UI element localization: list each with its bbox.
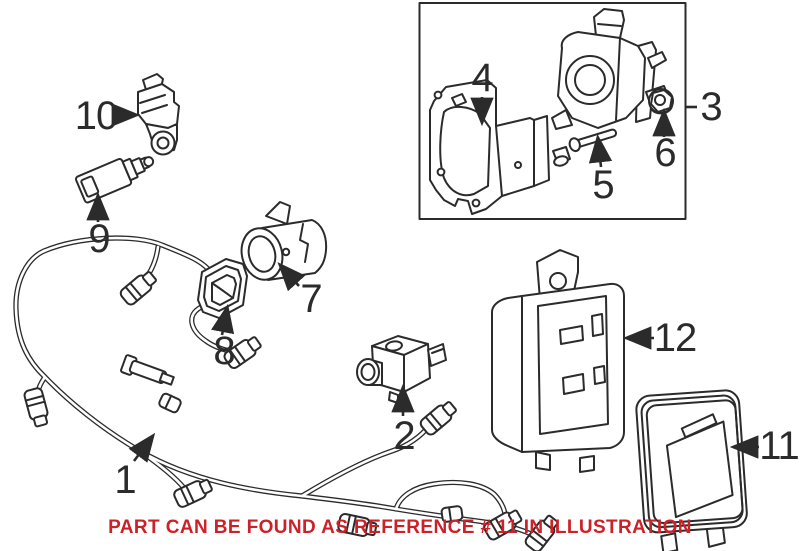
callout-4: 4: [471, 56, 493, 100]
callout-7: 7: [300, 277, 322, 321]
callout-1: 1: [114, 458, 136, 502]
harness-connectors: [22, 267, 562, 551]
ambient-sensor-drawing: [75, 156, 155, 204]
callout-arrows: [86, 97, 759, 463]
reference-notice: PART CAN BE FOUND AS REFERENCE # 11 IN I…: [108, 517, 692, 538]
parking-sensor-drawing: [240, 201, 328, 281]
callout-6: 6: [654, 131, 676, 175]
radar-bracket-drawing: [429, 79, 550, 215]
callout-12: 12: [653, 316, 697, 360]
sensor-bracket-drawing: [137, 73, 180, 156]
callout-2: 2: [393, 414, 415, 458]
harness-wires: [13, 235, 543, 541]
callout-3: 3: [700, 85, 722, 129]
callout-11: 11: [759, 424, 800, 468]
sensor-retainer-drawing: [197, 258, 248, 319]
callout-9: 9: [88, 217, 110, 261]
callout-10: 10: [74, 94, 118, 138]
wiring-harness-drawing: [13, 235, 562, 551]
module-bracket-drawing: [491, 249, 625, 473]
callout-5: 5: [592, 163, 614, 207]
sensor-2-drawing: [356, 335, 447, 404]
callout-8: 8: [213, 329, 235, 373]
inset-box: [418, 2, 687, 220]
nut-drawing: [648, 88, 674, 115]
